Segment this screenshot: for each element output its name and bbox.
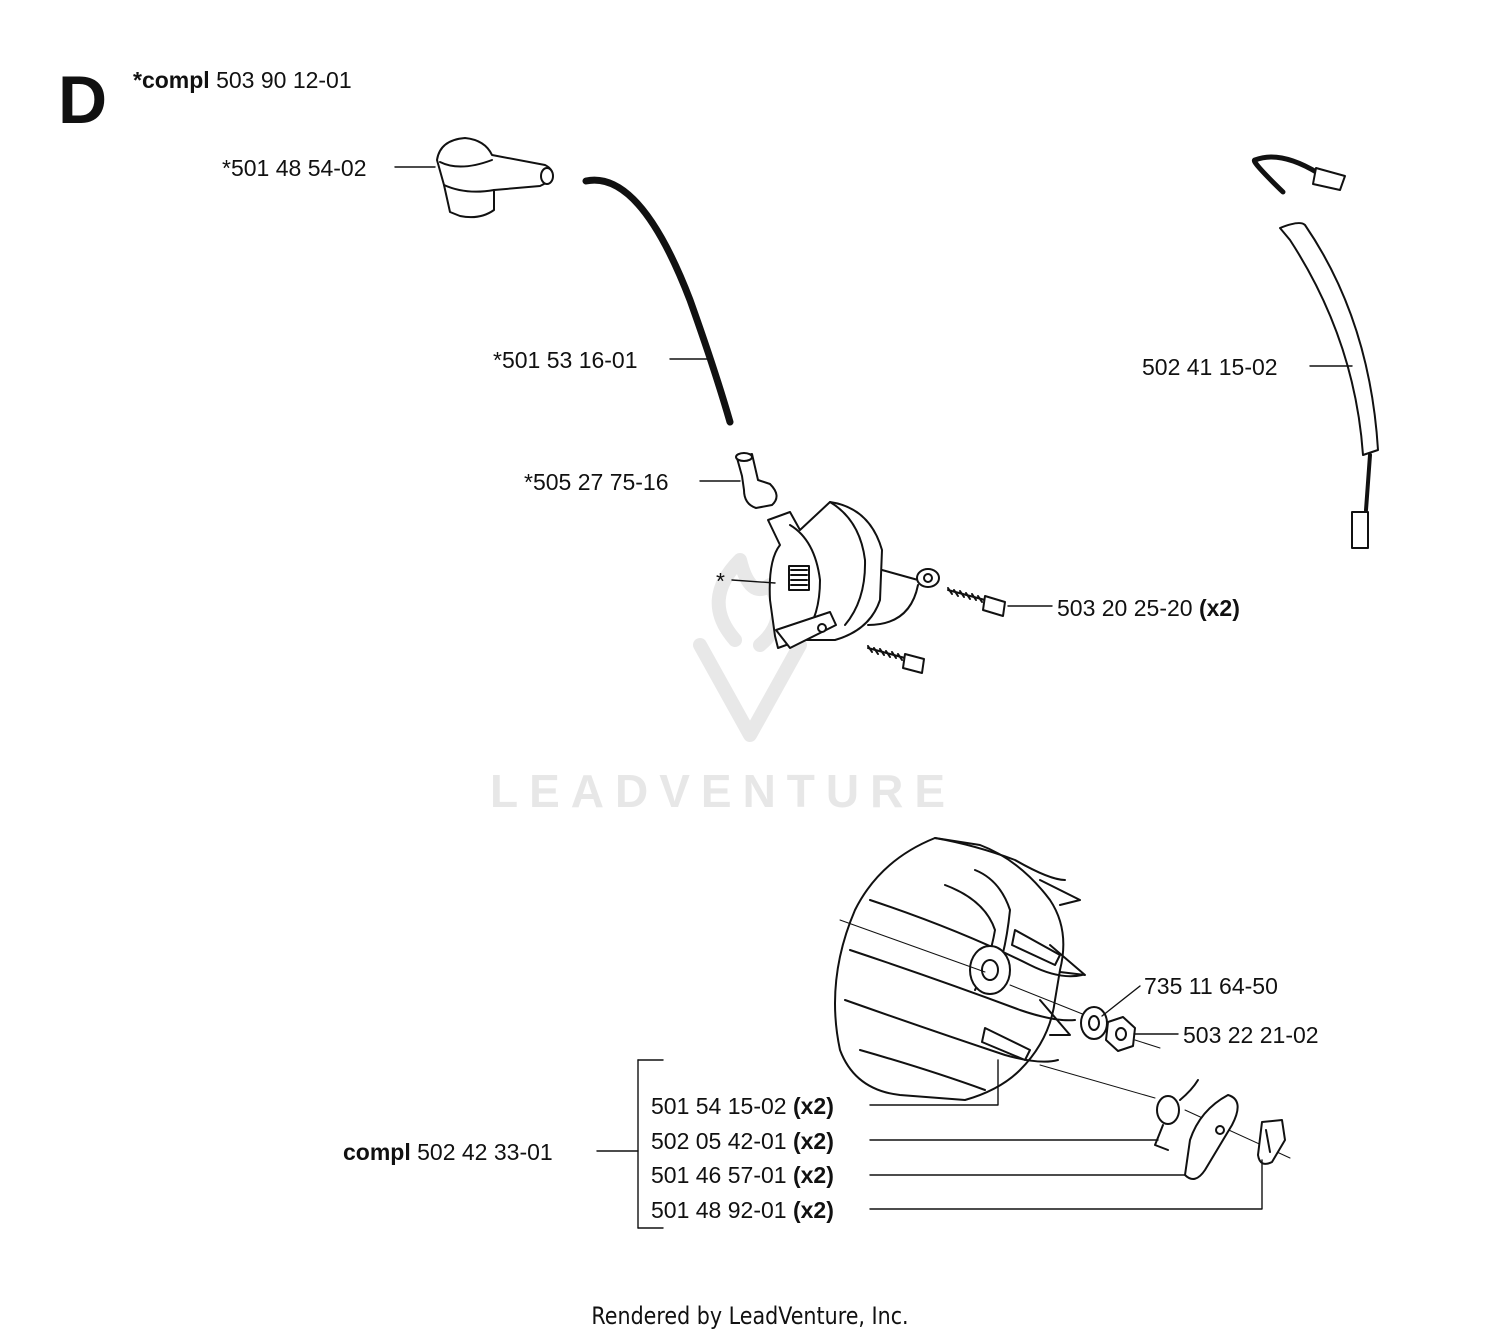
module-screw-upper-drawing [947,587,1006,617]
part-qty: (x2) [1198,595,1240,621]
part-number: 501 46 57-01 [651,1162,787,1188]
part-label-connector[interactable]: *505 27 75-16 [524,469,669,495]
part-label-short-circuit-cable[interactable]: 502 41 15-02 [1142,354,1278,380]
part-label-ignition-module[interactable]: * [716,568,725,594]
spark-plug-cap-drawing [436,137,554,219]
watermark: LEADVENTURE [490,765,957,817]
module-screw-lower-drawing [867,645,925,674]
part-number: 503 20 25-20 [1057,595,1193,621]
part-label-flywheel-pawl-pin[interactable]: 501 54 15-02 (x2) [651,1093,834,1119]
leader-lines [394,166,1353,1229]
footer-credit: Rendered by LeadVenture, Inc. [591,1302,909,1330]
part-number: 501 48 92-01 [651,1197,787,1223]
part-label-pawl[interactable]: 501 46 57-01 (x2) [651,1162,834,1188]
part-label-washer[interactable]: 735 11 64-50 [1144,973,1278,999]
washer-drawing [1080,1006,1108,1040]
spring-drawing [1154,1079,1199,1151]
assembly-top-prefix: *compl [133,67,210,93]
part-label-spark-plug-cap[interactable]: *501 48 54-02 [222,155,367,181]
clip-drawing [1257,1119,1286,1165]
part-label-nut[interactable]: 503 22 21-02 [1183,1022,1319,1048]
flywheel-drawing [834,837,1086,1101]
part-label-clip[interactable]: 501 48 92-01 (x2) [651,1197,834,1223]
ignition-module-drawing [767,501,940,649]
part-qty: (x2) [792,1197,834,1223]
pawl-drawing [1184,1094,1239,1180]
part-label-ignition-lead[interactable]: *501 53 16-01 [493,347,638,373]
part-qty: (x2) [792,1093,834,1119]
assembly-bottom-prefix: compl [343,1139,411,1165]
nut-drawing [1105,1016,1136,1052]
part-number: 502 05 42-01 [651,1128,787,1154]
part-qty: (x2) [792,1128,834,1154]
assembly-top-label: *compl 503 90 12-01 [133,67,352,93]
short-circuit-cable-drawing [1251,154,1379,549]
part-label-spring[interactable]: 502 05 42-01 (x2) [651,1128,834,1154]
part-qty: (x2) [792,1162,834,1188]
assembly-bottom-label: compl 502 42 33-01 [343,1139,553,1165]
ignition-lead-drawing [582,176,734,426]
section-letter: D [58,62,108,138]
part-label-module-screw[interactable]: 503 20 25-20 (x2) [1057,595,1240,621]
connector-drawing [735,452,778,509]
part-number: 501 54 15-02 [651,1093,787,1119]
assembly-top-number: 503 90 12-01 [216,67,352,93]
assembly-bottom-number: 502 42 33-01 [417,1139,553,1165]
